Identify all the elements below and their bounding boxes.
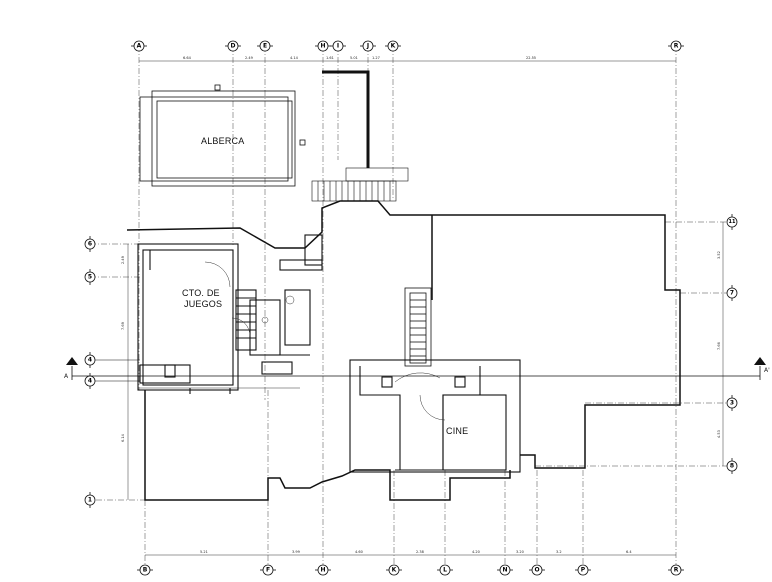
door-swing-cine-2 bbox=[419, 394, 446, 421]
dim-bottom-4: 2.38 bbox=[416, 550, 424, 554]
grid-labels-right: 11 7 3 8 bbox=[729, 219, 736, 470]
section-cut bbox=[71, 366, 761, 380]
grid-bottom-r: R bbox=[674, 567, 679, 574]
grid-right-8: 8 bbox=[730, 463, 734, 470]
dim-bottom-1: 5.21 bbox=[200, 550, 208, 554]
grid-left-4a: 4 bbox=[88, 357, 92, 364]
exterior-stair bbox=[311, 167, 409, 202]
dimension-lines bbox=[127, 60, 724, 556]
dim-bottom-8: 6.4 bbox=[626, 550, 632, 554]
grid-bottom-f: F bbox=[266, 567, 270, 574]
dim-right-3: 4.53 bbox=[717, 430, 721, 438]
lav-fixture bbox=[261, 316, 269, 324]
dim-top-3: 4.14 bbox=[290, 56, 299, 60]
section-arrow-left bbox=[66, 357, 78, 365]
dim-top-2: 2.49 bbox=[245, 56, 253, 60]
dimension-values: 6.64 2.49 4.14 1.61 5.01 1.27 22.55 5.21… bbox=[121, 56, 721, 554]
grid-labels-left: 6 5 4 4 1 bbox=[88, 241, 92, 504]
pool-wall bbox=[322, 70, 370, 168]
grid-bottom-h: H bbox=[320, 567, 325, 574]
door-swing-juegos bbox=[204, 261, 231, 288]
grid-left-5: 5 bbox=[88, 274, 92, 281]
door-swing-cine-1 bbox=[394, 372, 441, 383]
grid-top-i: I bbox=[337, 43, 339, 50]
dim-bottom-7: 3.2 bbox=[556, 550, 562, 554]
grid-top-a: A bbox=[137, 43, 142, 50]
dim-right-1: 3.52 bbox=[717, 251, 721, 259]
dim-top-1: 6.64 bbox=[183, 56, 192, 60]
section-label-left: A bbox=[64, 373, 69, 380]
dim-top-5: 5.01 bbox=[350, 56, 358, 60]
grid-left-6: 6 bbox=[88, 241, 92, 248]
dim-top-7: 22.55 bbox=[526, 56, 536, 60]
building-outline bbox=[126, 200, 681, 501]
grid-bubbles-top bbox=[131, 40, 684, 52]
grid-bubbles-left bbox=[84, 236, 96, 508]
dim-left-3: 6.14 bbox=[121, 433, 125, 442]
room-label-juegos-2: JUEGOS bbox=[184, 299, 222, 309]
dim-top-4: 1.61 bbox=[326, 56, 334, 60]
dim-bottom-3: 4.60 bbox=[355, 550, 363, 554]
grid-leader-left bbox=[95, 359, 140, 382]
dim-bottom-5: 4.20 bbox=[472, 550, 480, 554]
interior-stair bbox=[404, 287, 432, 367]
dim-left-2: 7.69 bbox=[121, 322, 125, 330]
section-label-right: A' bbox=[764, 367, 770, 374]
room-label-juegos-1: CTO. DE bbox=[182, 288, 220, 298]
section-arrow-right bbox=[754, 357, 766, 365]
grid-bottom-b: B bbox=[143, 567, 148, 574]
game-room-walls bbox=[137, 234, 323, 394]
grid-bubbles-bottom bbox=[137, 564, 684, 576]
grid-top-h: H bbox=[320, 43, 325, 50]
wc-fixture bbox=[285, 295, 295, 305]
grid-top-k: K bbox=[391, 43, 396, 50]
grid-bottom-p: P bbox=[581, 567, 586, 574]
grid-left-4b: 4 bbox=[88, 378, 92, 385]
grid-labels-top: A D E H I J K R bbox=[137, 43, 679, 50]
grid-top-e: E bbox=[263, 43, 267, 50]
grid-top-r: R bbox=[674, 43, 679, 50]
dim-bottom-2: 3.99 bbox=[292, 550, 300, 554]
door-swing-wc bbox=[231, 317, 251, 337]
grid-right-3: 3 bbox=[730, 400, 734, 407]
dim-left-1: 2.49 bbox=[121, 256, 125, 264]
grid-right-11: 11 bbox=[729, 219, 736, 225]
grid-right-7: 7 bbox=[730, 290, 734, 297]
cinema-walls bbox=[349, 359, 521, 473]
grid-bottom-n: N bbox=[502, 567, 507, 574]
grid-top-d: D bbox=[231, 43, 236, 50]
grid-bottom-o: O bbox=[534, 567, 539, 574]
room-label-alberca: ALBERCA bbox=[201, 136, 244, 146]
room-label-cine: CINE bbox=[446, 426, 468, 436]
grid-bottom-k: K bbox=[392, 567, 397, 574]
grid-top-j: J bbox=[366, 43, 369, 50]
dim-right-2: 7.66 bbox=[717, 342, 721, 350]
dim-bottom-6: 3.20 bbox=[516, 550, 524, 554]
dim-top-6: 1.27 bbox=[372, 56, 380, 60]
grid-labels-bottom: B F H K L N O P R bbox=[143, 567, 679, 574]
pool bbox=[139, 84, 306, 187]
grid-bubbles-right bbox=[726, 214, 738, 474]
grid-left-1: 1 bbox=[88, 497, 92, 504]
grid-bottom-l: L bbox=[443, 567, 447, 574]
